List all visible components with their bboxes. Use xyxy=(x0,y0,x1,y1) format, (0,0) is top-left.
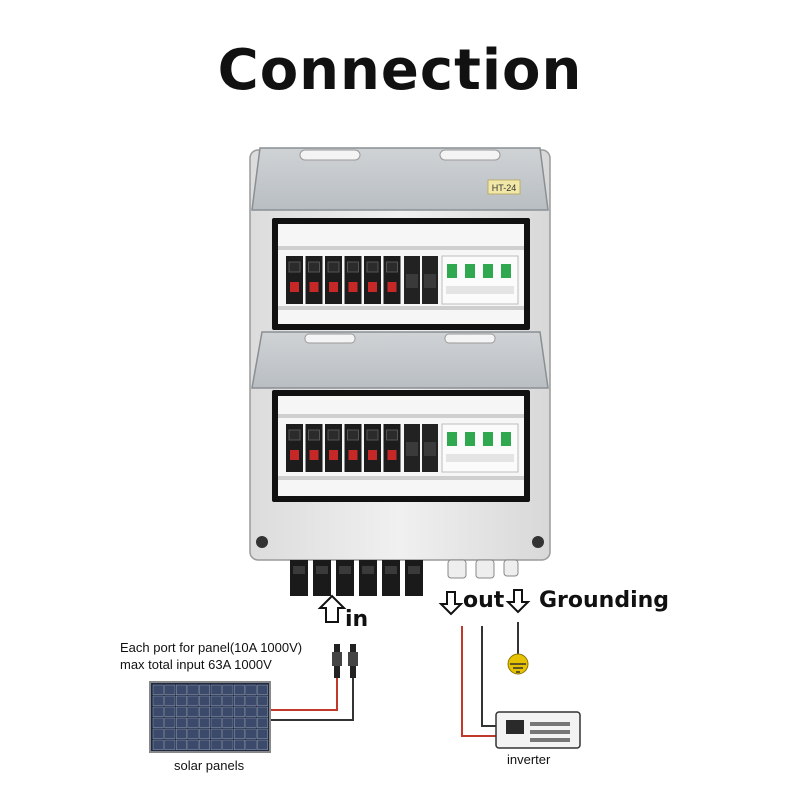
fuse-holder xyxy=(305,256,323,304)
model-tag-text: HT-24 xyxy=(492,183,517,193)
panel-wire-positive xyxy=(270,678,338,711)
fuse-holder xyxy=(325,256,342,304)
fuse-holder xyxy=(364,256,381,304)
output-wire-negative xyxy=(481,626,500,727)
mc4-connector xyxy=(382,560,400,596)
fuse-holder xyxy=(344,424,362,472)
in-label: in xyxy=(345,607,369,632)
surge-protector xyxy=(404,256,420,304)
inverter-icon xyxy=(495,711,581,749)
panel-note-line2: max total input 63A 1000V xyxy=(120,657,272,672)
model-tag xyxy=(487,179,521,195)
panel-wire-negative xyxy=(270,678,354,721)
top-cover xyxy=(251,147,549,211)
surge-protector xyxy=(422,424,438,472)
out-arrow-icon xyxy=(438,591,464,616)
grounding-arrow-icon xyxy=(505,589,531,614)
lower-cover xyxy=(251,331,549,389)
dc-breaker xyxy=(441,255,519,305)
surge-protector xyxy=(422,256,438,304)
fuse-holder xyxy=(286,256,303,304)
fuse-holder xyxy=(305,424,323,472)
solar-panels-label: solar panels xyxy=(174,758,245,773)
fuse-holders-lower xyxy=(286,423,519,473)
inverter-label: inverter xyxy=(507,752,551,767)
page-title: Connection xyxy=(217,38,583,103)
mc4-input-connectors xyxy=(290,560,423,596)
output-wire-positive xyxy=(461,626,500,737)
fuse-holder xyxy=(344,256,362,304)
in-arrow-icon xyxy=(317,594,347,623)
fuse-holder xyxy=(325,424,342,472)
grounding-label: Grounding xyxy=(539,588,670,613)
mc4-connector xyxy=(290,560,308,596)
fuse-holder xyxy=(286,424,303,472)
surge-protector xyxy=(404,424,420,472)
out-label: out xyxy=(463,588,505,613)
mc4-connector xyxy=(405,560,423,596)
fuse-holder xyxy=(383,256,401,304)
mc4-connector xyxy=(336,560,354,596)
fuse-holders-upper xyxy=(286,255,519,305)
mc4-connector xyxy=(313,560,331,596)
dc-breaker xyxy=(441,423,519,473)
mc4-connector xyxy=(359,560,377,596)
panel-note-line1: Each port for panel(10A 1000V) xyxy=(120,640,303,655)
mc4-connector-pair-icon xyxy=(332,644,358,678)
fuse-holder xyxy=(364,424,381,472)
fuse-holder xyxy=(383,424,401,472)
cable-glands xyxy=(447,559,519,579)
solar-panel-icon xyxy=(149,681,271,753)
